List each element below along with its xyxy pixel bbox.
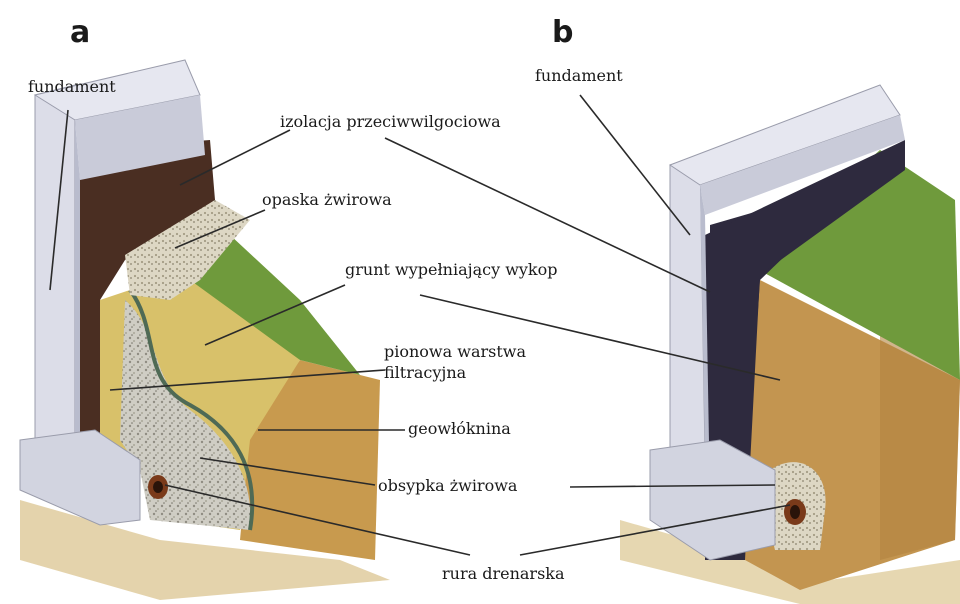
label-rura: rura drenarska bbox=[442, 565, 565, 583]
panel-label-a: a bbox=[70, 18, 90, 48]
panel-label-b: b bbox=[552, 18, 573, 48]
label-opaska: opaska żwirowa bbox=[262, 191, 392, 209]
label-fundament-b: fundament bbox=[535, 67, 623, 85]
label-geowloknina: geowłóknina bbox=[408, 420, 511, 438]
foundation-wall-b bbox=[670, 155, 705, 460]
label-pionowa-2: filtracyjna bbox=[384, 364, 466, 382]
label-pionowa-1: pionowa warstwa bbox=[384, 343, 526, 361]
panel-a-illustration bbox=[20, 60, 390, 600]
label-grunt: grunt wypełniający wykop bbox=[345, 261, 558, 279]
panel-b-illustration bbox=[620, 85, 960, 604]
label-obsypka: obsypka żwirowa bbox=[378, 477, 517, 495]
label-fundament-a: fundament bbox=[28, 78, 116, 96]
foundation-wall-a bbox=[35, 85, 75, 470]
foundation-inner-a bbox=[75, 120, 80, 470]
label-izolacja: izolacja przeciwwilgociowa bbox=[280, 113, 501, 131]
